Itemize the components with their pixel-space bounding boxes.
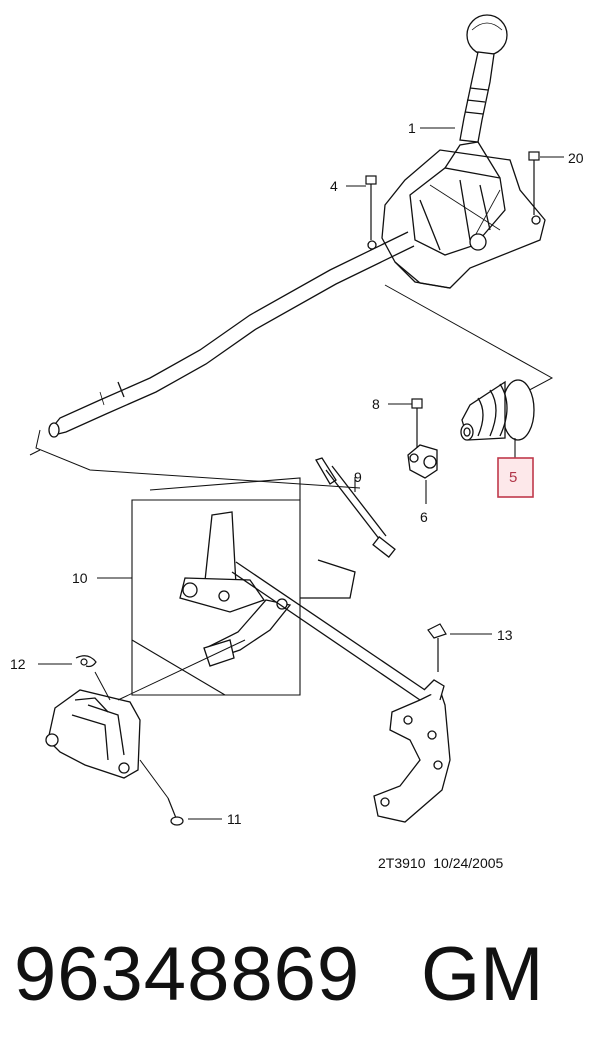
callout-11: 11 bbox=[227, 811, 242, 827]
cross-rod bbox=[231, 559, 426, 701]
callout-lines bbox=[38, 127, 564, 820]
callout-5: 5 bbox=[509, 469, 517, 486]
callout-4: 4 bbox=[330, 178, 338, 194]
leader-lines bbox=[94, 639, 246, 799]
callout-12: 12 bbox=[10, 656, 26, 672]
callout-9: 9 bbox=[354, 469, 362, 485]
brand-name: GM bbox=[421, 932, 544, 1017]
callout-6: 6 bbox=[420, 509, 428, 525]
bolt-20-icon bbox=[528, 151, 540, 215]
callout-10: 10 bbox=[72, 570, 88, 586]
bolt-4-icon bbox=[365, 175, 377, 240]
guide-frame-lines bbox=[29, 284, 554, 489]
shift-boot-icon bbox=[460, 379, 535, 441]
clip-12-icon bbox=[75, 655, 97, 668]
callout-1: 1 bbox=[408, 120, 416, 136]
selector-lever-icon bbox=[179, 511, 292, 667]
mounting-bracket-icon bbox=[373, 679, 451, 823]
lower-housing-icon bbox=[45, 689, 141, 779]
bolt-8-icon bbox=[411, 398, 423, 448]
callout-5-highlight: 5 bbox=[497, 457, 534, 498]
callout-20: 20 bbox=[568, 150, 584, 166]
bolt-13-icon bbox=[427, 623, 447, 672]
exploded-parts-diagram: 1 20 4 8 5 9 6 10 12 13 11 bbox=[10, 14, 584, 827]
bolt-11-icon bbox=[167, 797, 184, 826]
detail-box-10 bbox=[131, 477, 301, 696]
link-rod-9-icon bbox=[315, 457, 396, 559]
callout-8: 8 bbox=[372, 396, 380, 412]
footer: 96348869 GM bbox=[14, 925, 586, 1025]
callout-13: 13 bbox=[497, 627, 513, 643]
drawing-stamp: 2T3910 10/24/2005 bbox=[378, 855, 504, 871]
shift-cable bbox=[48, 231, 415, 438]
shift-lever-assembly bbox=[367, 14, 546, 289]
clamp-6-icon bbox=[407, 444, 438, 479]
part-number: 96348869 bbox=[14, 932, 361, 1017]
